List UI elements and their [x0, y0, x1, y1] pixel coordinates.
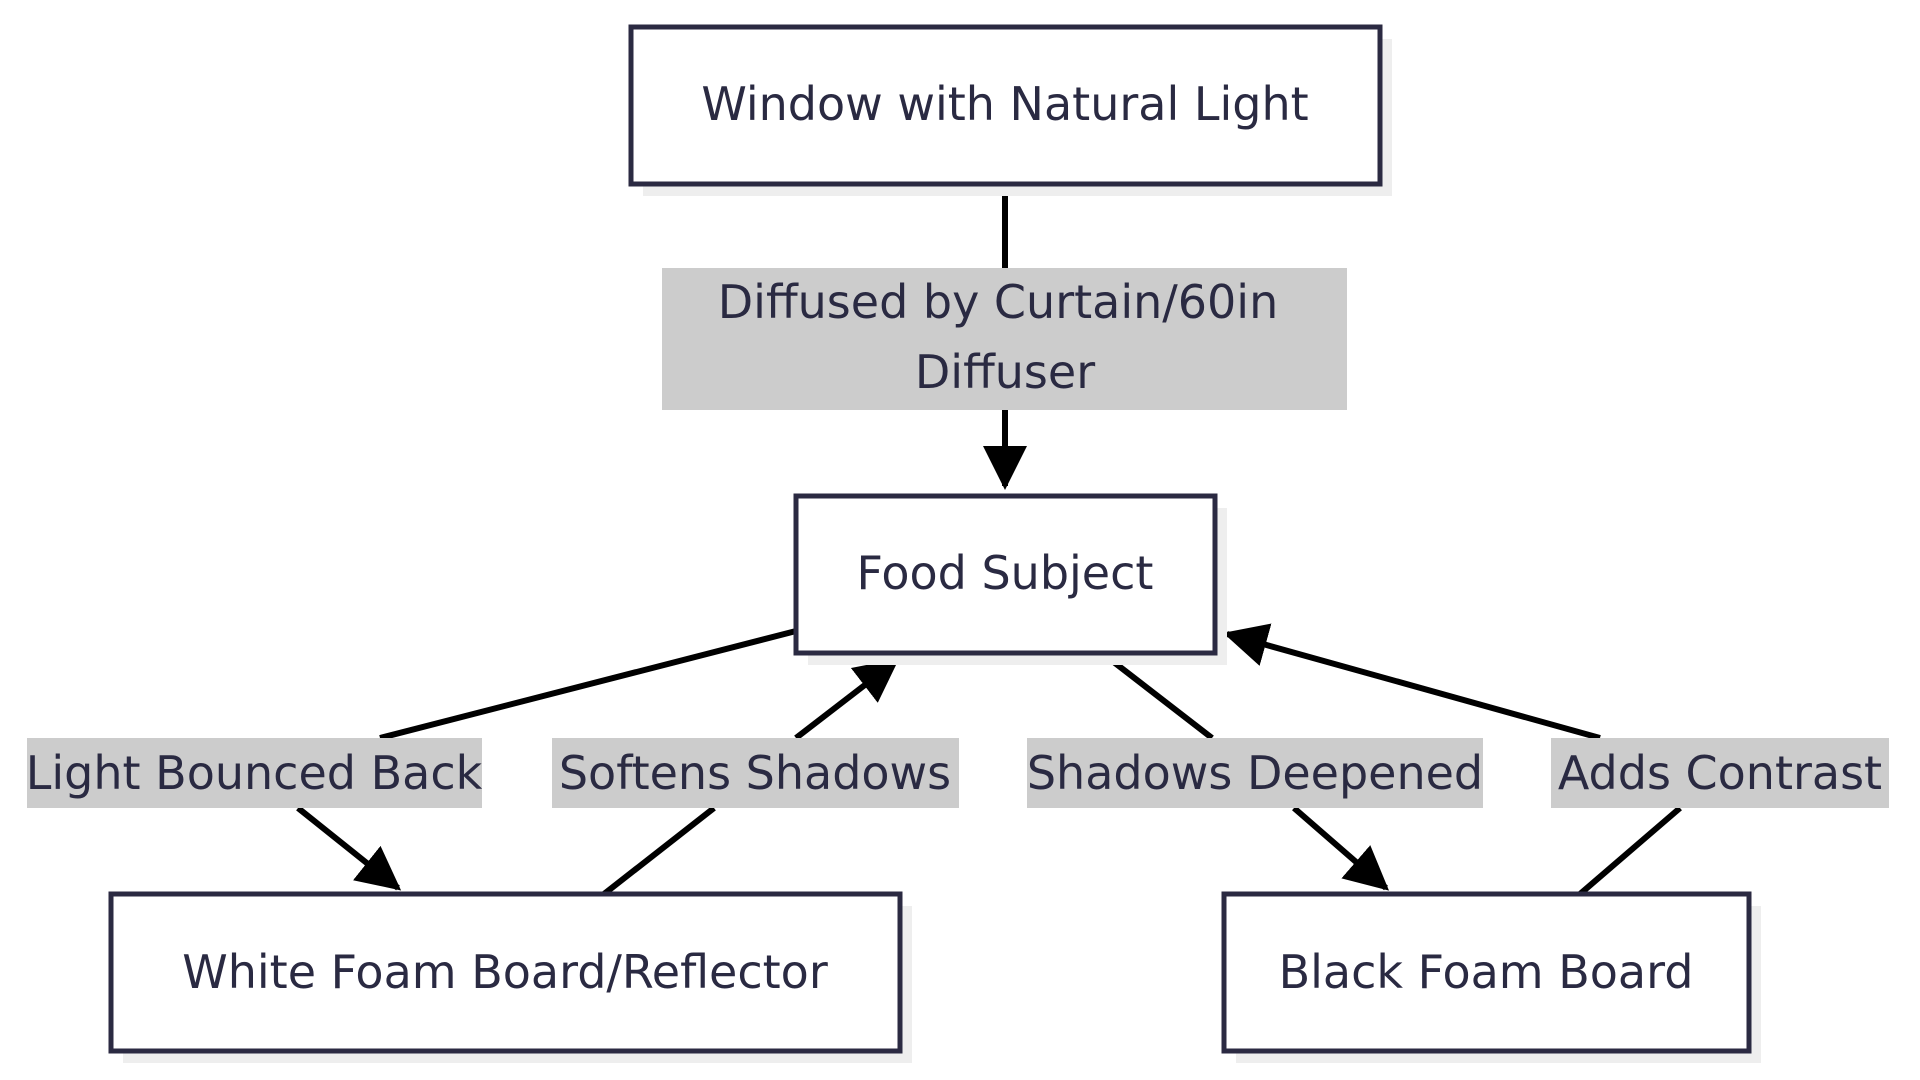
edge-black-to-food-segment-1	[1578, 805, 1682, 897]
edge-white-to-food-segment-1	[602, 805, 716, 897]
edge-label-bg	[27, 738, 482, 808]
edge-food-to-white-segment-1	[379, 628, 797, 741]
node-box	[1221, 891, 1752, 1054]
edge-label-text: Shadows Deepened	[1027, 746, 1483, 800]
edge-label-light-bounced-back: Light Bounced Back	[26, 738, 483, 808]
node-label: Black Foam Board	[1279, 945, 1694, 999]
edge-label-shadows-deepened: Shadows Deepened	[1027, 738, 1483, 808]
node-label: White Foam Board/Reflector	[182, 945, 828, 999]
edge-label-diffused: Diffused by Curtain/60in Diffuser	[662, 268, 1347, 410]
edges-layer	[296, 184, 1682, 897]
edge-label-text: Light Bounced Back	[26, 746, 483, 800]
edge-label-bg	[1027, 738, 1483, 808]
edge-label-line-2: Diffuser	[915, 345, 1095, 399]
edge-label-text: Softens Shadows	[559, 746, 951, 800]
edge-label-text: Adds Contrast	[1558, 746, 1882, 800]
edge-label-adds-contrast: Adds Contrast	[1551, 738, 1889, 808]
edge-white-to-food-segment-2	[794, 658, 900, 741]
node-label: Food Subject	[857, 546, 1154, 600]
edge-label-softens-shadows: Softens Shadows	[552, 738, 959, 808]
edge-food-to-white-segment-2	[296, 805, 402, 891]
edge-label-bg	[662, 268, 1347, 410]
edge-label-line-1: Diffused by Curtain/60in	[718, 275, 1279, 329]
node-food[interactable]: Food Subject	[793, 493, 1227, 665]
edge-label-bg	[1551, 738, 1889, 808]
edge-black-to-food-segment-2	[1223, 623, 1601, 741]
edge-food-to-black-segment-1	[1100, 650, 1214, 741]
node-box	[108, 891, 903, 1054]
node-label: Window with Natural Light	[701, 77, 1308, 131]
node-box	[628, 24, 1383, 187]
edge-food-to-black-segment-2	[1292, 805, 1390, 891]
node-box	[793, 493, 1218, 656]
edge-label-bg	[552, 738, 959, 808]
node-black-foam-board[interactable]: Black Foam Board	[1221, 891, 1761, 1063]
node-window[interactable]: Window with Natural Light	[628, 24, 1392, 196]
node-white-foam-board[interactable]: White Foam Board/Reflector	[108, 891, 912, 1063]
